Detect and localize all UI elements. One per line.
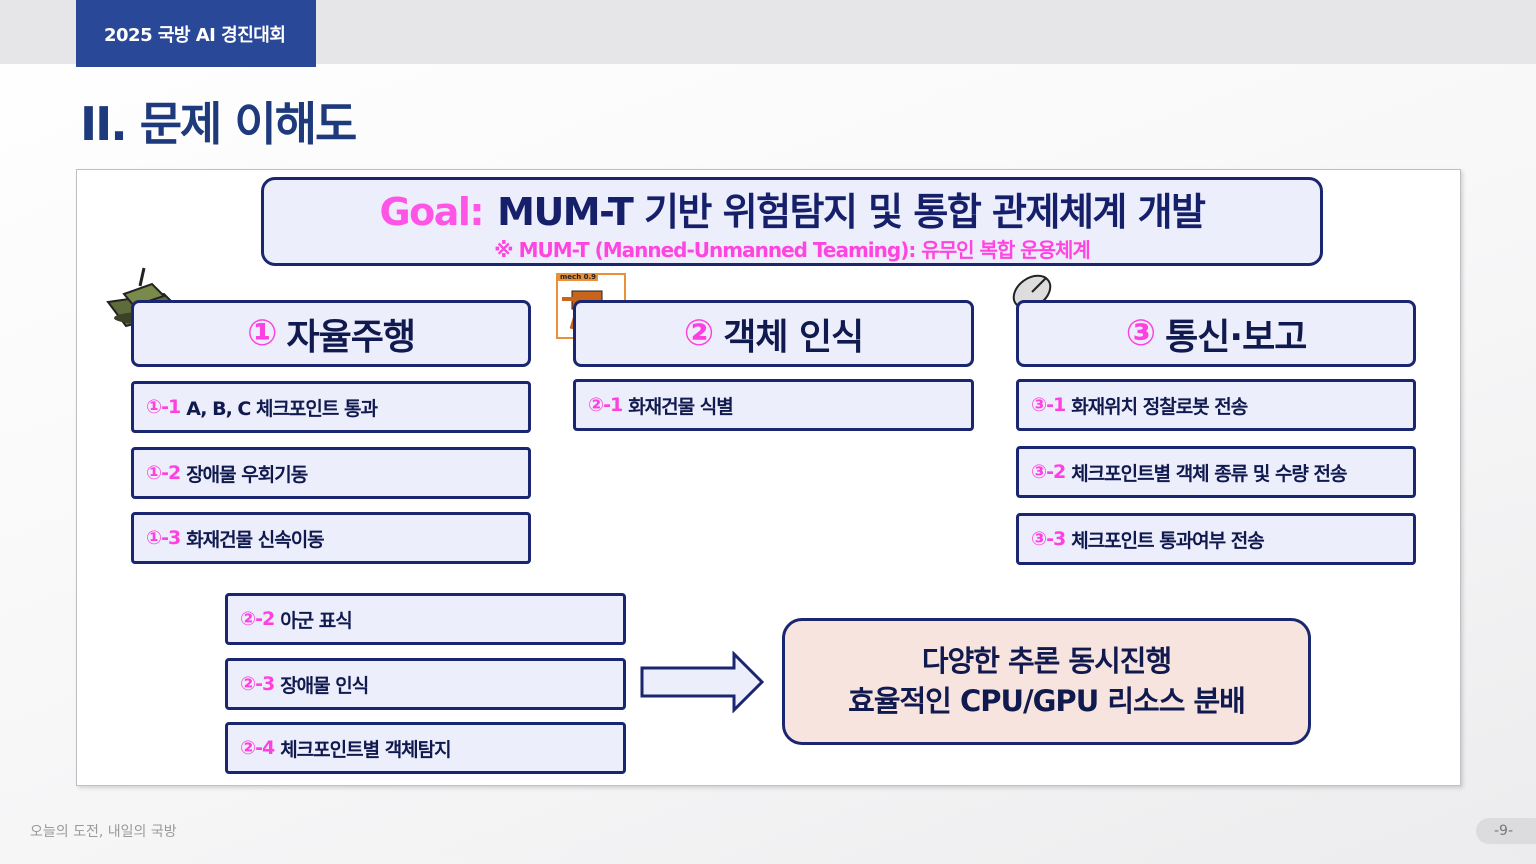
task-text: 화재위치 정찰로봇 전송 — [1071, 395, 1248, 418]
task-text: 장애물 인식 — [280, 674, 369, 697]
task-text: 장애물 우회기동 — [186, 463, 308, 486]
task-text: 화재건물 식별 — [628, 395, 733, 418]
header-num: ② — [683, 313, 715, 354]
task-num: ③-3 — [1031, 528, 1066, 550]
task-num: ③-1 — [1031, 394, 1066, 416]
arrow-right-icon — [640, 651, 765, 713]
task-text: 체크포인트별 객체탐지 — [280, 738, 451, 761]
header-title: 객체 인식 — [723, 316, 864, 358]
page-number: -9- — [1476, 818, 1536, 844]
result-line2: 효율적인 CPU/GPU 리소스 분배 — [848, 683, 1246, 718]
task-num: ①-3 — [146, 527, 181, 549]
task-num: ①-1 — [146, 396, 181, 418]
header-title: 통신·보고 — [1165, 316, 1307, 358]
header-title: 자율주행 — [286, 316, 416, 358]
footer-slogan: 오늘의 도전, 내일의 국방 — [30, 824, 177, 840]
task-text: 화재건물 신속이동 — [186, 528, 324, 551]
goal-note: ※ MUM-T (Manned-Unmanned Teaming): 유무인 복… — [494, 237, 1091, 262]
goal-label: Goal: — [379, 189, 484, 234]
task-text: 체크포인트별 객체 종류 및 수량 전송 — [1071, 462, 1347, 485]
result-box: 다양한 추론 동시진행 효율적인 CPU/GPU 리소스 분배 — [782, 618, 1311, 745]
task-text: 체크포인트 통과여부 전송 — [1071, 529, 1265, 552]
task-num: ②-4 — [240, 737, 275, 759]
header-num: ③ — [1125, 313, 1157, 354]
detection-label: mech 0.9 — [558, 273, 599, 281]
goal-box: Goal: MUM-T 기반 위험탐지 및 통합 관제체계 개발 ※ MUM-T … — [261, 177, 1323, 266]
task-num: ②-3 — [240, 673, 275, 695]
task-text: 아군 표식 — [280, 609, 353, 632]
task-num: ③-2 — [1031, 461, 1066, 483]
task-num: ②-2 — [240, 608, 275, 630]
goal-text: MUM-T 기반 위험탐지 및 통합 관제체계 개발 — [497, 189, 1206, 234]
header-num: ① — [247, 313, 278, 354]
task-num: ①-2 — [146, 462, 181, 484]
task-text: A, B, C 체크포인트 통과 — [186, 397, 378, 420]
task-num: ②-1 — [588, 394, 623, 416]
page-title: II. 문제 이해도 — [80, 97, 357, 151]
event-tab: 2025 국방 AI 경진대회 — [76, 0, 316, 67]
result-line1: 다양한 추론 동시진행 — [921, 644, 1172, 679]
